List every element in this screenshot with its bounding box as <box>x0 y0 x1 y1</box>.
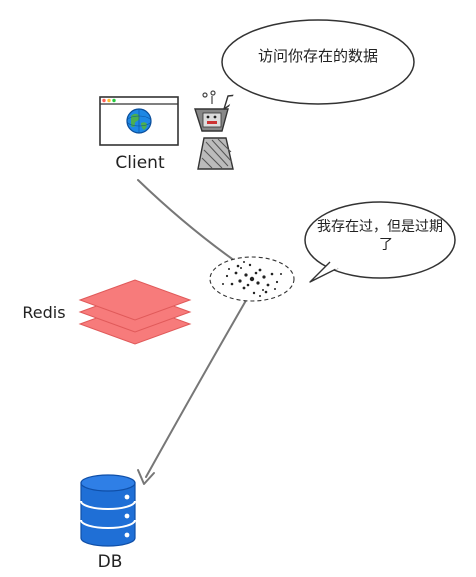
question-text: 访问你存在的数据 <box>258 47 378 65</box>
robot-character-icon <box>194 90 234 170</box>
client-to-cache-line <box>137 179 246 269</box>
client-label: Client <box>115 153 165 173</box>
answer-bubble <box>304 201 456 283</box>
answer-text-line1: 我存在过，但是过期 <box>317 219 443 235</box>
redis-label: Redis <box>22 303 65 322</box>
question-bubble <box>221 19 415 110</box>
browser-globe-icon <box>99 96 179 146</box>
db-label: DB <box>98 552 123 572</box>
database-cylinder-icon <box>80 474 136 547</box>
answer-text-line2: 了 <box>379 237 393 253</box>
db-arrow-head <box>137 469 155 485</box>
redis-layers-icon <box>78 279 192 345</box>
cache-to-db-line <box>145 289 253 478</box>
vortex-icon <box>209 256 295 302</box>
